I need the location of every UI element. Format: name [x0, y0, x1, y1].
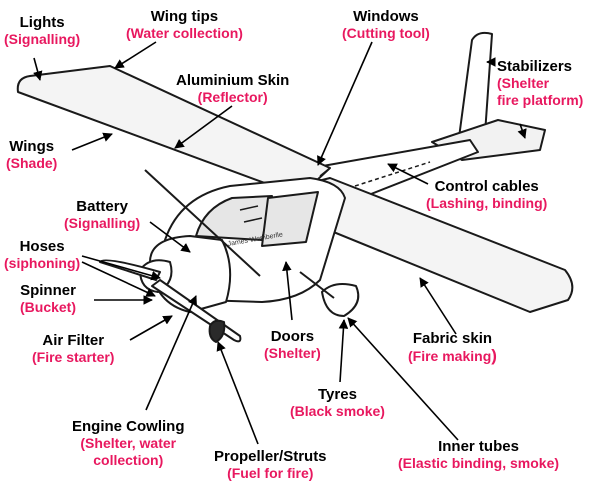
engine-cowling-name: Engine Cowling	[72, 418, 185, 435]
stabilizers-name: Stabilizers	[497, 58, 573, 75]
stabilizers-use-2: fire platform)	[497, 92, 584, 108]
vertical-stabilizer	[457, 31, 493, 149]
leader-doors	[282, 261, 293, 321]
leader-fabric-skin	[419, 277, 457, 335]
leader-hoses-2	[81, 261, 156, 297]
hoses-use: (siphoning)	[4, 255, 81, 271]
lights-use: (Signalling)	[4, 31, 81, 47]
leader-air-filter	[129, 315, 173, 341]
fabric-skin-use-wrap: (Fire making)	[408, 347, 497, 365]
label-inner-tubes: Inner tubes (Elastic binding, smoke)	[398, 438, 559, 472]
leader-stabilizers-2	[517, 123, 527, 139]
leader-aluminium-skin	[174, 105, 233, 149]
label-propeller: Propeller/Struts (Fuel for fire)	[214, 448, 327, 482]
wings-use: (Shade)	[6, 155, 58, 171]
tyres-use: (Black smoke)	[290, 403, 385, 419]
label-doors: Doors (Shelter)	[264, 328, 321, 362]
air-filter-use: (Fire starter)	[32, 349, 115, 365]
fabric-skin-use: (Fire making	[408, 348, 492, 364]
control-cables-name: Control cables	[434, 178, 539, 195]
label-control-cables: Control cables (Lashing, binding)	[426, 178, 547, 212]
windows-use: (Cutting tool)	[342, 25, 430, 41]
propeller-use: (Fuel for fire)	[227, 465, 314, 481]
spinner-name: Spinner	[20, 282, 76, 299]
label-lights: Lights (Signalling)	[4, 14, 80, 48]
leader-wings	[71, 132, 113, 151]
main-gear-leg	[299, 271, 335, 299]
leader-propeller	[216, 341, 259, 445]
leader-engine-cowling	[145, 295, 197, 411]
left-wing	[16, 65, 331, 197]
propeller-name: Propeller/Struts	[214, 448, 327, 465]
label-engine-cowling: Engine Cowling (Shelter, water collectio…	[72, 418, 185, 469]
leader-hoses-1	[81, 255, 161, 281]
nose-wheel	[208, 319, 226, 343]
control-cables-use: (Lashing, binding)	[426, 195, 548, 211]
leader-lights	[33, 57, 43, 81]
fabric-skin-name: Fabric skin	[412, 330, 493, 347]
battery-name: Battery	[76, 198, 128, 215]
label-windows: Windows (Cutting tool)	[342, 8, 430, 42]
label-battery: Battery (Signalling)	[64, 198, 140, 232]
leader-tyres	[338, 319, 349, 383]
wing-strut	[144, 169, 261, 277]
windows-name: Windows	[353, 8, 419, 25]
battery-use: (Signalling)	[64, 215, 141, 231]
label-air-filter: Air Filter (Fire starter)	[32, 332, 114, 366]
label-spinner: Spinner (Bucket)	[20, 282, 76, 316]
label-fabric-skin: Fabric skin (Fire making)	[408, 330, 497, 365]
doors-use: (Shelter)	[264, 345, 321, 361]
engine-cowling-use-2: collection)	[93, 452, 164, 468]
label-wings: Wings (Shade)	[6, 138, 57, 172]
lights-name: Lights	[19, 14, 65, 31]
wing-tips-use: (Water collection)	[126, 25, 243, 41]
leader-control-cables	[387, 163, 429, 185]
leader-wing-tips	[114, 41, 157, 69]
leader-inner-tubes	[347, 317, 459, 441]
label-stabilizers: Stabilizers (Shelter fire platform)	[497, 58, 583, 109]
aluminium-skin-use: (Reflector)	[197, 89, 268, 105]
leader-battery	[149, 221, 191, 253]
hoses-name: Hoses	[19, 238, 65, 255]
wings-name: Wings	[9, 138, 55, 155]
doors-name: Doors	[270, 328, 315, 345]
side-window	[261, 191, 319, 247]
engine-cowling-use: (Shelter, water	[80, 435, 177, 451]
label-wing-tips: Wing tips (Water collection)	[126, 8, 243, 42]
spinner-use: (Bucket)	[20, 299, 77, 315]
label-aluminium-skin: Aluminium Skin (Reflector)	[176, 72, 289, 106]
inner-tubes-use: (Elastic binding, smoke)	[398, 455, 560, 471]
label-tyres: Tyres (Black smoke)	[290, 386, 385, 420]
tyres-name: Tyres	[318, 386, 357, 403]
stabilizers-use: (Shelter	[497, 75, 550, 91]
fabric-skin-use-close: )	[491, 346, 497, 365]
leader-windows	[317, 41, 373, 166]
main-wheel	[321, 283, 360, 317]
air-filter-name: Air Filter	[42, 332, 105, 349]
inner-tubes-name: Inner tubes	[438, 438, 519, 455]
wing-tips-name: Wing tips	[150, 8, 219, 25]
label-hoses: Hoses (siphoning)	[4, 238, 80, 272]
aluminium-skin-name: Aluminium Skin	[176, 72, 290, 89]
